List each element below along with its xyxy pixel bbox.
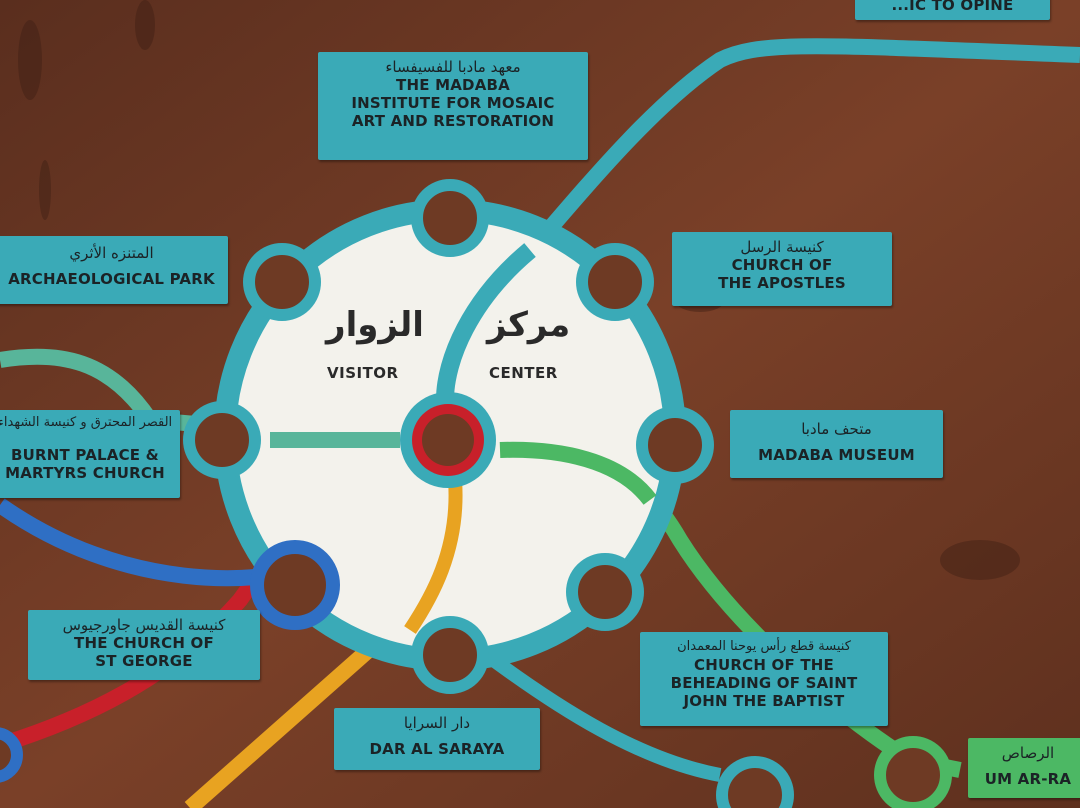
sign-english-line: CHURCH OF [731,256,833,274]
route-teal-southeast [475,644,722,782]
station-ring-icon[interactable] [566,553,644,631]
station-ring-icon[interactable] [576,243,654,321]
station-ring-icon[interactable] [0,727,23,783]
sign-church-st-george[interactable]: كنيسة القديس جاورجيوس THE CHURCH OF ST G… [28,610,260,680]
sign-english-line: BURNT PALACE & [11,446,159,464]
sign-english-line: THE CHURCH OF [74,634,214,652]
sign-arabic-label: كنيسة القديس جاورجيوس [62,616,226,634]
sign-english-line: BEHEADING OF SAINT [670,674,858,692]
sign-english-line: MADABA MUSEUM [758,446,915,464]
sign-arabic-label: كنيسة الرسل [740,238,824,256]
sign-english-line: DAR AL SARAYA [369,740,505,758]
sign-arabic-label: معهد مادبا للفسيفساء [385,58,521,76]
sign-arabic-label: القصر المحترق و كنيسة الشهداء [0,415,173,430]
hub-inner-green-line [499,441,657,506]
sign-burnt-palace[interactable]: القصر المحترق و كنيسة الشهداء BURNT PALA… [0,410,180,498]
hub-english-center: CENTER [489,364,558,382]
sign-arabic-label: كنيسة قطع رأس يوحنا المعمدان [677,639,851,654]
station-ring-icon[interactable] [183,401,261,479]
sign-english-line: ST GEORGE [95,652,193,670]
sign-english-line: JOHN THE BAPTIST [683,692,845,710]
station-ring-icon[interactable] [411,616,489,694]
sign-church-apostles[interactable]: كنيسة الرسل CHURCH OF THE APOSTLES [672,232,892,306]
sign-arabic-label: دار السرايا [403,714,471,732]
sign-top-right-partial: ...IC TO OPINE [855,0,1050,20]
sign-arabic-label: المتنزه الأثري [69,244,154,262]
station-ring-icon[interactable] [411,179,489,257]
sign-archaeological-park[interactable]: المتنزه الأثري ARCHAEOLOGICAL PARK [0,236,228,304]
sign-um-ar-rasas[interactable]: الرصاص UM AR-RA [968,738,1080,798]
sign-english-line: THE APOSTLES [718,274,846,292]
sign-beheading-church[interactable]: كنيسة قطع رأس يوحنا المعمدان CHURCH OF T… [640,632,888,726]
station-ring-icon[interactable] [636,406,714,484]
sign-mosaic-institute[interactable]: معهد مادبا للفسيفساء THE MADABA INSTITUT… [318,52,588,160]
sign-arabic-label: الرصاص [1001,744,1055,762]
sign-english-line: INSTITUTE FOR MOSAIC [351,94,555,112]
sign-english-line: UM AR-RA [984,770,1072,788]
sign-dar-al-saraya[interactable]: دار السرايا DAR AL SARAYA [334,708,540,770]
sign-english-line: ARCHAEOLOGICAL PARK [8,270,215,288]
sign-madaba-museum[interactable]: متحف مادبا MADABA MUSEUM [730,410,943,478]
hub-arabic-visitor: الزوار [326,305,424,345]
sign-english-line: MARTYRS CHURCH [5,464,165,482]
station-ring-icon[interactable] [243,243,321,321]
station-ring-icon[interactable] [874,736,952,808]
hub-arabic-center: مركز [487,305,571,345]
sign-english-line: ART AND RESTORATION [351,112,555,130]
hub-english-visitor: VISITOR [327,364,399,382]
sign-english-line: CHURCH OF THE [694,656,834,674]
station-ring-icon[interactable] [250,540,340,630]
sign-english-line: THE MADABA [396,76,510,94]
stations [0,179,952,808]
station-ring-icon[interactable] [716,756,794,808]
hub-divider-arc [436,243,536,401]
sign-arabic-label: متحف مادبا [801,420,872,438]
route-teal-northeast [533,38,1080,246]
route-mint-west [0,348,381,448]
hub-inner-yellow-line [404,479,463,634]
